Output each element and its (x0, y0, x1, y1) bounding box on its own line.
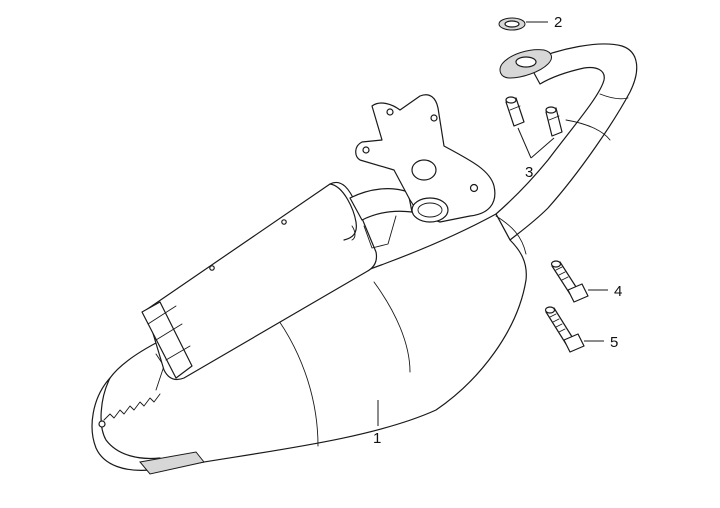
cap-nut-right (545, 106, 563, 137)
flange-bolt-short (550, 260, 589, 303)
callout-2-label: 2 (554, 14, 562, 31)
callout-4-label: 4 (614, 283, 622, 300)
exhaust-gasket (498, 17, 526, 31)
flange-bolt-long (544, 306, 585, 353)
callout-1: 1 (373, 400, 381, 447)
callout-3: 3 (517, 127, 555, 181)
callout-2: 2 (526, 14, 562, 31)
callout-5: 5 (584, 334, 618, 351)
callout-1-label: 1 (373, 430, 381, 447)
callout-3-label: 3 (525, 164, 533, 181)
cap-nut-left (505, 96, 525, 127)
muffler-assembly (91, 43, 638, 475)
callout-4: 4 (588, 283, 622, 300)
callout-5-label: 5 (610, 334, 618, 351)
exhaust-flange (499, 49, 552, 79)
cap-nuts (505, 96, 563, 137)
